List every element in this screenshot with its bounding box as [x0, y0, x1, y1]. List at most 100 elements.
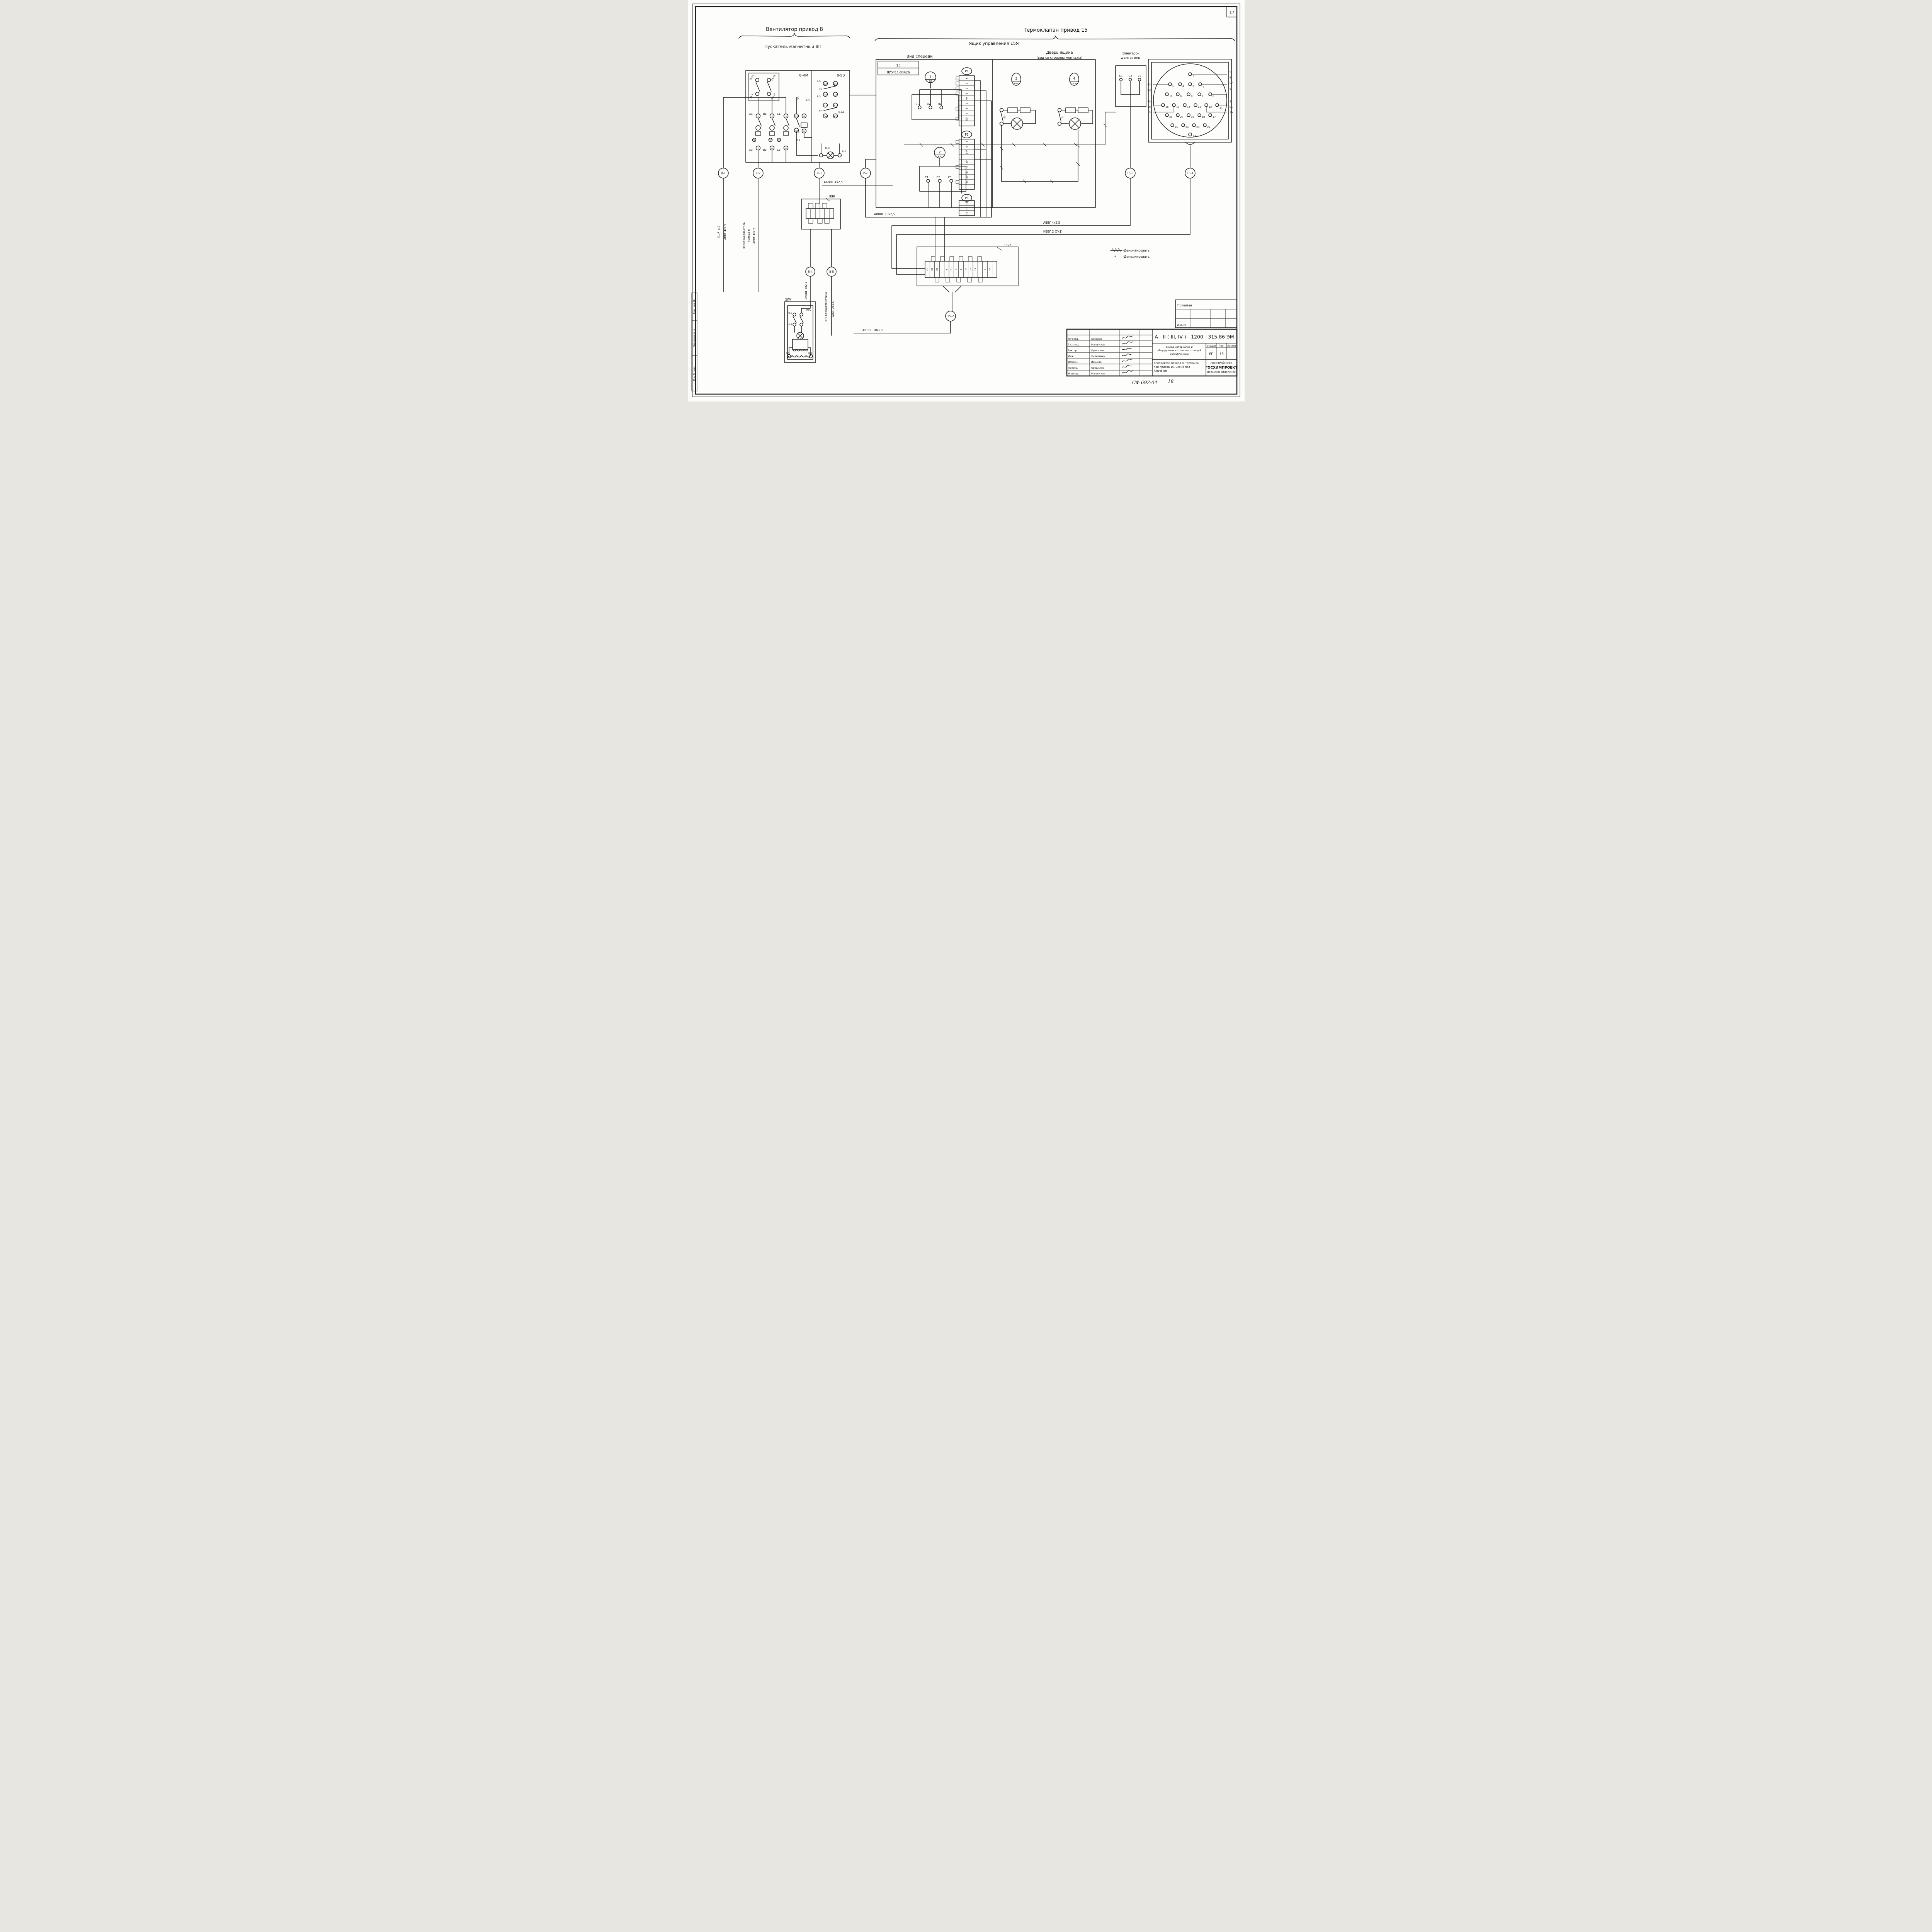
pole-c1: С1 [777, 112, 780, 116]
p1-row-2: 2 [966, 83, 968, 84]
sb-wire-8-5: 8-5 [816, 80, 821, 83]
sheet-number-box [1226, 6, 1237, 17]
pin-18: 18 [1202, 116, 1205, 119]
stage-value: РП [1209, 352, 1214, 356]
strip-p3-label: Р3 [965, 196, 969, 200]
role-6: Провер. [1068, 367, 1078, 369]
p1-row-3: 2 [966, 88, 968, 89]
conn-left-53b: 53 [1147, 88, 1150, 92]
label-motor-a: Электродвигатель [743, 222, 746, 249]
cable-labels: АКВВГ 4х2,5 АКВВГ 10х2,5 АКВВГ 10х2,5 АВ… [717, 180, 1063, 332]
p2-row-3: 57* [966, 150, 968, 154]
starter-subtitle: Пускатель магнитный 8П [764, 44, 821, 49]
motor-term-c2: С2 [1128, 75, 1132, 78]
sb-33: 33 [824, 105, 827, 107]
p1-row-1: 6 [966, 78, 968, 79]
name-7: Малинская [1091, 372, 1105, 375]
title-block: А - II ( III, IV ) - 1200 - 315.86 ЭМ Ск… [1066, 328, 1237, 385]
pin-24: 24 [1185, 126, 1189, 129]
motor-title-2: двигатель [1121, 56, 1140, 60]
contactor-num: 2 [939, 151, 940, 155]
conn-right-29: 29 [1230, 111, 1233, 114]
node-15-4: 15-4 [1187, 172, 1193, 175]
conn-right-57: 57 [1230, 82, 1233, 85]
breaker-term-l1: Л1 [916, 102, 920, 105]
pin-5: 5 [1172, 85, 1174, 88]
sb-lamp-label: 8HL [825, 147, 830, 150]
p1-row-7: 5 [966, 108, 968, 109]
stamp-inv-podl: Инв. № подл. [693, 366, 696, 381]
conn-right-55: 55 [1230, 105, 1233, 109]
motor-title-1: Электро- [1122, 52, 1139, 56]
node-8-4: 8-4 [808, 270, 812, 274]
sb-tr-2: ТР [818, 110, 822, 113]
attachment-inv-label: Инв. № [1177, 323, 1186, 327]
interlock-term-15-51: 15-51 [771, 75, 776, 82]
contactor-type: КМ [938, 156, 941, 158]
p1-row-8: 9 [966, 113, 968, 114]
sb-21: 21 [834, 83, 837, 85]
junction-8yak-label: 8ЯК [829, 195, 835, 198]
thermo-brace [874, 36, 1235, 41]
breaker-terminal-box [911, 94, 959, 120]
label-2shr: 2ШР гр.2 [717, 225, 720, 238]
sb-wire-8-a1: 8-А1 [838, 111, 844, 114]
contactor-term-c3: С3 [948, 176, 951, 179]
strip-p2-label: Р2 [965, 133, 969, 136]
sb-13: 13 [824, 83, 827, 85]
pin-2: 2 [1202, 86, 1204, 89]
conn-left-55: 55 [1147, 100, 1150, 103]
motor-term-c3: С3 [1138, 75, 1141, 78]
pin-15: 15 [1176, 105, 1179, 109]
jb15-t8: 9 [960, 269, 963, 270]
label-avvg-8-2: АВВГ 4х2,5 [753, 228, 756, 244]
p1-row-6: 1 [966, 103, 968, 104]
pin-1: 1 [1193, 75, 1194, 78]
door-wire-59: 59 [1003, 116, 1006, 119]
left-frame-stamps: Взам. инв. № Подпись и дата Инв. № подл. [691, 293, 697, 391]
conn-left-53a: 53 [1147, 83, 1150, 86]
coil-b: Б [803, 131, 805, 133]
breaker-type: АВ [929, 80, 932, 83]
interlock-term-15-11: 15-11 [749, 75, 754, 82]
lamp4-num: 4 [1073, 77, 1075, 81]
control-box-front-view: 15 ЯУ5411-03А2Б 1 АВ Л1 Л2 Л3 2 КМ С1 С2… [875, 59, 993, 216]
outer-border [692, 3, 1240, 397]
sb-41: 41 [834, 105, 837, 107]
aux-13: 13 [795, 116, 798, 118]
jb15-t7: 9 [956, 269, 958, 270]
jb15-t11: 29 [975, 268, 977, 271]
conn-right-9: 9 [1230, 88, 1231, 91]
conn-right-5b: 5 [1230, 76, 1231, 79]
motor-term-c1: С1 [1119, 75, 1122, 78]
junction-box-15yak: 15ЯК С1 С2 С3 5 5 9 9 25 27 29 7 59 [916, 243, 1019, 286]
pin-3: 3 [1192, 85, 1194, 88]
cable-akvvg10-bottom: АКВВГ 10х2,5 [862, 328, 883, 332]
cable-avvg4-bus: АВВГ 4х2,5 [1043, 221, 1060, 224]
contactor-terminal-box [919, 166, 966, 192]
org-line-1: ГОССТРОЙ СССР [1210, 361, 1232, 365]
drawing-name-2: пан привод 15. Схема под- [1154, 366, 1191, 369]
name-6: Орешкина [1091, 367, 1104, 369]
p2-row-5: 29 [966, 160, 968, 163]
legend: -Демонтировать * -Домаркировать [1110, 248, 1150, 260]
schematic-canvas: 17 Взам. инв. № Подпись и дата Инв. № по… [691, 3, 1240, 397]
device-2lch-label: 2ЛЧ [785, 298, 791, 301]
pin-9: 9 [1180, 95, 1182, 98]
wire-95: 95 [797, 97, 800, 100]
sheet-number: 17 [1229, 10, 1234, 15]
jb15-t14: 59 [989, 268, 991, 271]
label-motor-b: привод 8 [747, 229, 750, 242]
drawing-sheet: 17 Взам. инв. № Подпись и дата Инв. № по… [687, 0, 1245, 401]
pin-26: 26 [1193, 135, 1196, 138]
junction-box-8yak: 8ЯК [801, 195, 841, 230]
pole-num-6: 6 [785, 148, 787, 150]
cable-akvvg4-top: АКВВГ 4х2,5 [824, 180, 843, 184]
wire-8-3-km: 8-3 [806, 99, 810, 102]
jb15-t2: С2 [931, 268, 934, 271]
stage-header: Стадия [1207, 345, 1216, 347]
project-line-2: оборудования отдельно стоящий [1157, 349, 1201, 352]
pin-23: 23 [1196, 126, 1199, 129]
thermal-95: 95 [777, 139, 780, 142]
lamp3-type: ЛКВ [1014, 83, 1018, 85]
